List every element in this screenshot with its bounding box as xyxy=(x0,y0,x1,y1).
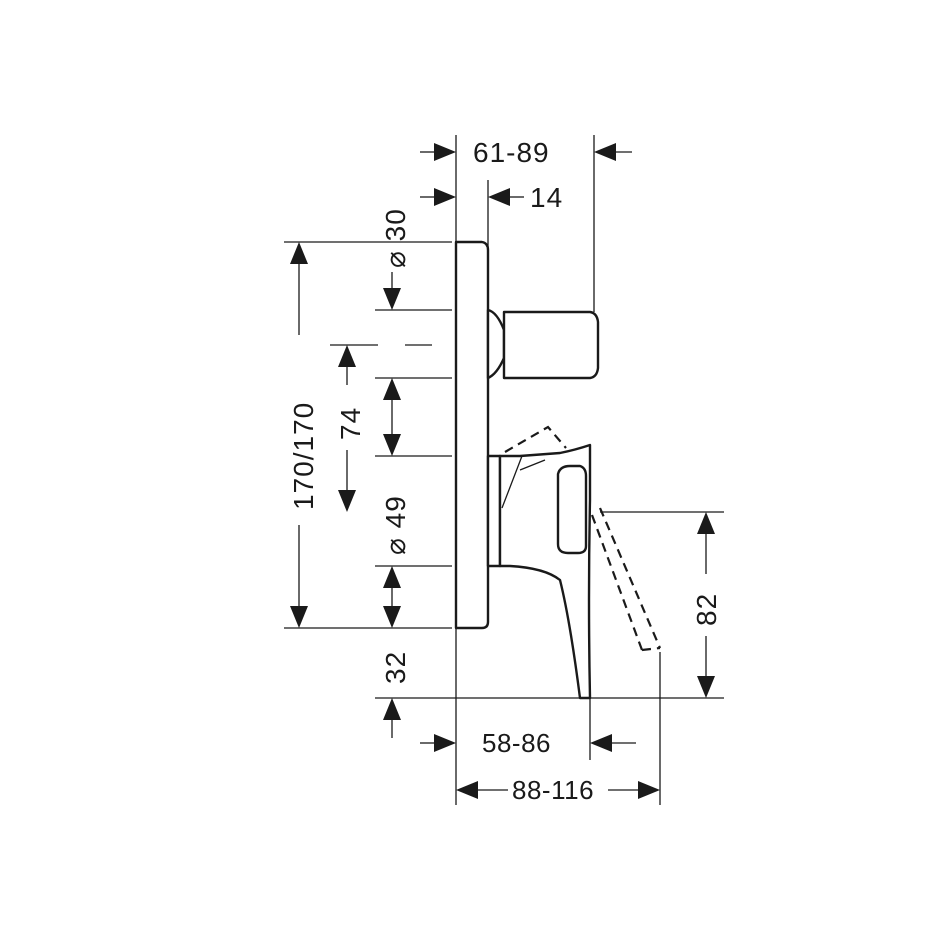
dim-label-dia-49: ⌀ 49 xyxy=(380,495,411,555)
lever-alt-down-c xyxy=(641,646,661,652)
dim-label-61-89: 61-89 xyxy=(473,137,550,168)
lever-alt-positions xyxy=(504,425,662,652)
dim-74: 74 xyxy=(335,345,366,512)
dim-61-89: 61-89 xyxy=(420,137,632,168)
extension-lines xyxy=(284,135,724,805)
dim-14: 14 xyxy=(420,182,563,213)
dim-32: 32 xyxy=(380,651,411,738)
dim-label-58-86: 58-86 xyxy=(482,728,551,758)
diverter-knob-stem xyxy=(486,308,506,380)
lever-alt-up xyxy=(504,425,567,453)
dim-dia-30: ⌀ 30 xyxy=(380,208,411,310)
dim-label-14: 14 xyxy=(530,182,563,213)
dim-label-88-116: 88-116 xyxy=(512,775,594,805)
lever-slant-detail-2 xyxy=(519,459,546,471)
dim-label-170-170: 170/170 xyxy=(288,402,319,510)
wall-plate xyxy=(454,240,490,630)
lever-alt-down-a xyxy=(590,514,644,651)
dim-58-86: 58-86 xyxy=(420,728,636,758)
dim-dia-49: ⌀ 49 xyxy=(380,378,411,628)
dim-label-dia-30: ⌀ 30 xyxy=(380,208,411,268)
dim-label-74: 74 xyxy=(335,407,366,440)
dim-88-116: 88-116 xyxy=(456,775,660,805)
lever-escutcheon xyxy=(486,454,502,568)
dim-label-82: 82 xyxy=(691,593,722,626)
lever-slant-detail xyxy=(501,455,523,509)
dim-label-32: 32 xyxy=(380,651,411,684)
dim-82: 82 xyxy=(691,512,722,698)
dim-170-170: 170/170 xyxy=(288,242,319,628)
lever-handle-inner xyxy=(556,464,588,555)
lever-alt-down-b xyxy=(598,507,662,649)
mixer-body xyxy=(454,240,600,700)
diverter-knob xyxy=(502,310,600,380)
